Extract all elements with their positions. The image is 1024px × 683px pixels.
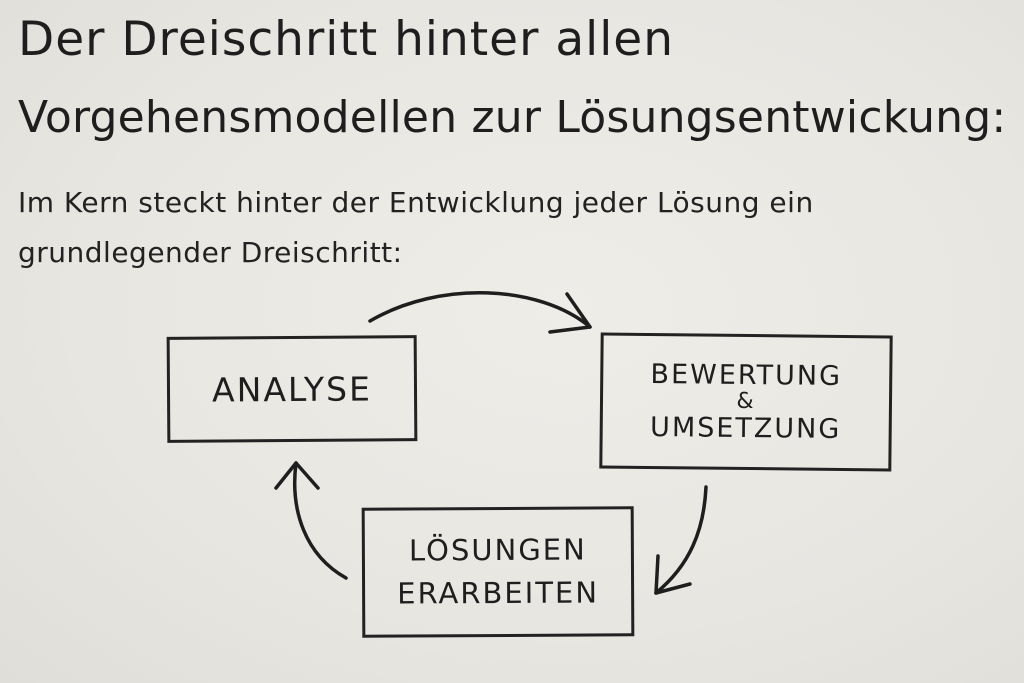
intro-text-line-2: grundlegender Dreischritt: xyxy=(18,236,403,269)
arrowhead-analyse-to-bewertung xyxy=(548,292,592,334)
arrowhead-loesungen-to-analyse xyxy=(274,461,320,490)
page-title-line-2: Vorgehensmodellen zur Lösungsentwickung: xyxy=(18,92,1007,143)
arrow-bewertung-to-loesungen xyxy=(654,485,708,595)
step-label-ampersand: & xyxy=(736,388,756,415)
page-title-line-1: Der Dreischritt hinter allen xyxy=(18,12,674,67)
step-label-erarbeiten: ERARBEITEN xyxy=(397,575,600,611)
step-label-bewertung: BEWERTUNG xyxy=(650,358,843,392)
step-label-analyse: ANALYSE xyxy=(211,368,373,410)
intro-text-line-1: Im Kern steckt hinter der Entwicklung je… xyxy=(18,186,814,219)
step-label-loesungen: LÖSUNGEN xyxy=(408,532,587,567)
arrowhead-bewertung-to-loesungen xyxy=(654,554,692,595)
arrow-analyse-to-bewertung xyxy=(368,291,592,329)
step-label-umsetzung: UMSETZUNG xyxy=(649,411,842,445)
step-box-bewertung-umsetzung: BEWERTUNG & UMSETZUNG xyxy=(599,332,893,472)
step-box-analyse: ANALYSE xyxy=(166,335,418,443)
step-box-loesungen-erarbeiten: LÖSUNGEN ERARBEITEN xyxy=(361,506,635,638)
arrow-loesungen-to-analyse xyxy=(293,461,348,580)
